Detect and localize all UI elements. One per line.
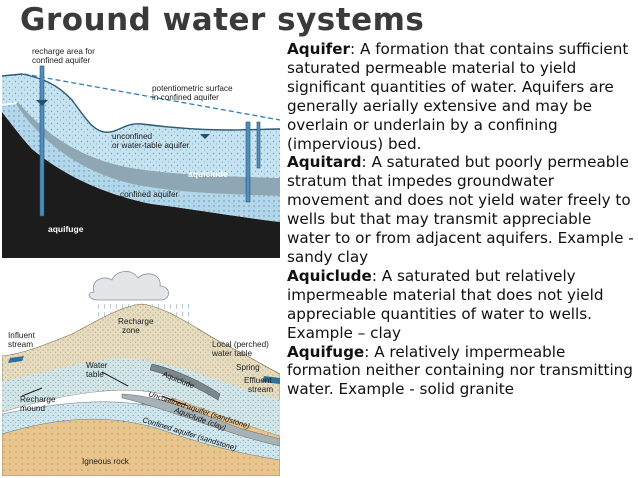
label-influent-stream-line-1: Influent [8, 331, 36, 340]
label-aquiclude: aquiclude [188, 169, 228, 179]
label-spring: Spring [236, 363, 260, 372]
term-aquiclude: Aquiclude [287, 267, 372, 285]
label-influent-stream-line-2: stream [8, 340, 33, 349]
label-water-table-line-2: table [86, 370, 104, 379]
definition-aquitard: Aquitard: A saturated but poorly permeab… [287, 153, 635, 266]
well-3 [257, 122, 260, 168]
label-recharge-mound-line-2: mound [20, 404, 45, 413]
definitions-text: Aquifer: A formation that contains suffi… [287, 40, 635, 399]
well-1 [40, 66, 44, 216]
label-effluent-stream-line-1: Effluent [244, 376, 272, 385]
label-recharge-mound-line-1: Recharge [20, 395, 56, 404]
label-recharge-area-line-2: confined aquifer [32, 56, 91, 65]
label-recharge-zone-line-2: zone [122, 326, 140, 335]
definition-aquifuge: Aquifuge: A relatively impermeable forma… [287, 343, 635, 400]
definition-aquiclude: Aquiclude: A saturated but relatively im… [287, 267, 635, 343]
label-unconfined-line-1: unconfined [112, 132, 153, 141]
term-aquifuge: Aquifuge [287, 343, 364, 361]
groundwater-block-diagram: Recharge zone Influent stream Local (per… [2, 264, 280, 476]
label-recharge-zone-line-1: Recharge [118, 317, 154, 326]
label-unconfined-line-2: or water-table aquifer [112, 141, 190, 150]
label-potentiometric-line-2: in confined aquifer [152, 93, 219, 102]
well-2 [246, 122, 250, 202]
aquifer-cross-section-diagram: recharge area for confined aquifer poten… [2, 44, 280, 258]
label-igneous-rock: Igneous rock [82, 457, 130, 466]
label-water-table-line-1: Water [86, 361, 108, 370]
definition-aquifer: Aquifer: A formation that contains suffi… [287, 40, 635, 153]
label-aquifuge: aquifuge [48, 224, 84, 234]
term-aquifer: Aquifer [287, 40, 350, 58]
slide-title: Ground water systems [20, 2, 424, 38]
label-recharge-area-line-1: recharge area for [32, 47, 95, 56]
term-aquitard: Aquitard [287, 153, 362, 171]
label-confined-aquifer: confined aquifer [120, 190, 179, 199]
label-effluent-stream-line-2: stream [248, 385, 273, 394]
label-potentiometric-line-1: potentiometric surface [152, 84, 233, 93]
label-local-perched-line-2: water table [211, 349, 252, 358]
label-local-perched-line-1: Local (perched) [212, 340, 269, 349]
